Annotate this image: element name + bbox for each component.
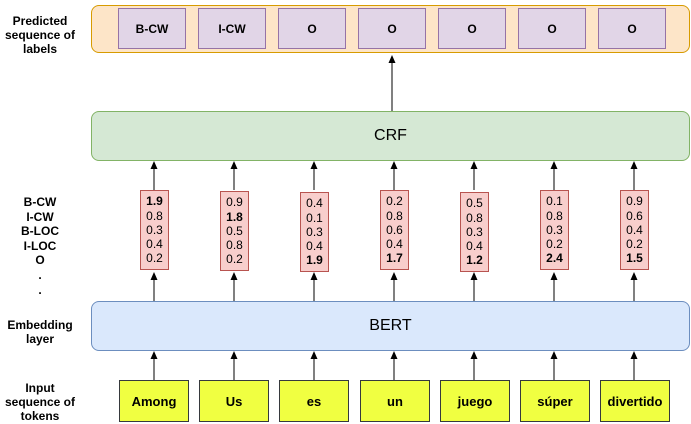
input-token-box: Among xyxy=(119,380,189,422)
score-value: 0.2 xyxy=(386,194,403,209)
score-value: 1.5 xyxy=(626,251,643,266)
tag-list-item: . xyxy=(38,282,42,297)
score-value: 0.3 xyxy=(466,224,483,239)
tag-list-item: I-LOC xyxy=(23,238,57,253)
score-value: 0.2 xyxy=(146,251,163,266)
score-to-crf-arrow-head xyxy=(230,161,238,169)
predicted-label-box: O xyxy=(278,8,346,49)
score-value: 0.4 xyxy=(306,239,323,254)
tag-list-item: . xyxy=(38,267,42,282)
input-token-box: Us xyxy=(199,380,269,422)
score-value: 1.2 xyxy=(466,253,483,268)
tag-list-item: O xyxy=(35,253,45,268)
bert-to-score-arrow-head xyxy=(310,272,318,280)
bert-to-score-arrow-head xyxy=(550,272,558,280)
tag-list-item: I-CW xyxy=(26,209,54,224)
score-value: 0.8 xyxy=(146,208,163,223)
bert-to-score-arrow-head xyxy=(150,272,158,280)
score-value: 0.1 xyxy=(306,210,323,225)
score-to-crf-arrow-head xyxy=(470,161,478,169)
bert-layer: BERT xyxy=(91,301,690,351)
score-value: 0.6 xyxy=(626,208,643,223)
score-to-crf-arrow-head xyxy=(630,161,638,169)
predicted-labels-caption: Predicted sequence of labels xyxy=(4,14,76,56)
tag-list-item: B-CW xyxy=(23,195,57,209)
score-value: 0.2 xyxy=(546,237,563,252)
input-tokens-caption: Input sequence of tokens xyxy=(4,381,76,423)
score-to-crf-arrow-head xyxy=(310,161,318,169)
token-to-bert-arrow-head xyxy=(150,351,158,359)
embedding-layer-caption: Embedding layer xyxy=(7,318,73,346)
score-value: 0.8 xyxy=(386,208,403,223)
input-token-box: un xyxy=(360,380,430,422)
score-value: 0.4 xyxy=(386,237,403,252)
crf-to-labels-arrow-head xyxy=(388,55,396,63)
score-to-crf-arrow-head xyxy=(550,161,558,169)
predicted-label-box: O xyxy=(518,8,586,49)
predicted-label-box: I-CW xyxy=(198,8,266,49)
bert-to-score-arrow-head xyxy=(230,272,238,280)
score-value: 0.6 xyxy=(386,222,403,237)
bert-to-score-arrow-head xyxy=(470,272,478,280)
token-to-bert-arrow-head xyxy=(470,351,478,359)
token-to-bert-arrow-head xyxy=(310,351,318,359)
score-value: 0.4 xyxy=(146,237,163,252)
score-value: 0.1 xyxy=(546,194,563,209)
score-value: 0.2 xyxy=(226,252,243,267)
score-value: 1.9 xyxy=(306,253,323,268)
crf-label: CRF xyxy=(374,127,407,144)
bert-to-score-arrow-head xyxy=(630,272,638,280)
score-to-crf-arrow-head xyxy=(390,161,398,169)
score-value: 0.3 xyxy=(146,222,163,237)
score-value: 0.8 xyxy=(546,208,563,223)
bert-to-score-arrow-head xyxy=(390,272,398,280)
score-value: 0.2 xyxy=(626,237,643,252)
score-value: 1.9 xyxy=(146,194,163,209)
score-value: 0.8 xyxy=(466,210,483,225)
score-value: 0.9 xyxy=(626,194,643,209)
score-value: 2.4 xyxy=(546,251,563,266)
score-value: 1.7 xyxy=(386,251,403,266)
score-value: 0.4 xyxy=(306,196,323,211)
predicted-label-box: O xyxy=(438,8,506,49)
score-value: 0.8 xyxy=(226,238,243,253)
score-to-crf-arrow-head xyxy=(150,161,158,169)
score-value: 0.4 xyxy=(626,222,643,237)
predicted-label-box: O xyxy=(598,8,666,49)
input-token-box: es xyxy=(279,380,349,422)
crf-layer: CRF xyxy=(91,111,690,161)
score-value: 1.8 xyxy=(226,209,243,224)
predicted-label-box: B-CW xyxy=(118,8,186,49)
input-token-box: juego xyxy=(440,380,510,422)
score-value: 0.4 xyxy=(466,239,483,254)
input-token-box: divertido xyxy=(600,380,670,422)
score-value: 0.3 xyxy=(306,224,323,239)
score-value: 0.9 xyxy=(226,195,243,210)
input-token-box: súper xyxy=(520,380,590,422)
token-to-bert-arrow-head xyxy=(390,351,398,359)
score-value: 0.5 xyxy=(226,223,243,238)
token-to-bert-arrow-head xyxy=(230,351,238,359)
tag-list-item: B-LOC xyxy=(21,224,59,239)
predicted-label-box: O xyxy=(358,8,426,49)
score-value: 0.5 xyxy=(466,196,483,211)
bert-label: BERT xyxy=(369,317,412,334)
token-to-bert-arrow-head xyxy=(550,351,558,359)
token-to-bert-arrow-head xyxy=(630,351,638,359)
score-value: 0.3 xyxy=(546,222,563,237)
